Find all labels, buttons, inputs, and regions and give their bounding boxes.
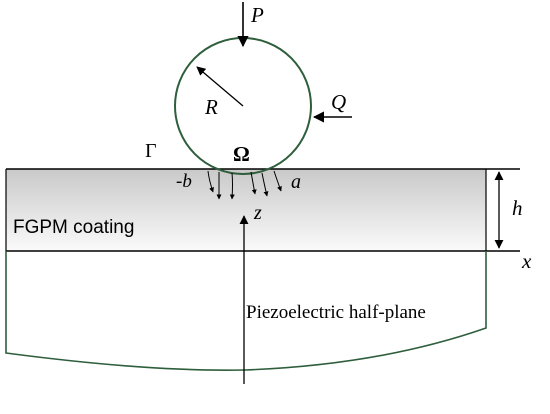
half-plane-label: Piezoelectric half-plane bbox=[246, 302, 426, 323]
flux-arrow-6 bbox=[273, 170, 282, 192]
z-axis-label: z bbox=[253, 202, 262, 224]
load-q-label: Q bbox=[331, 90, 346, 114]
thickness-label: h bbox=[512, 196, 523, 220]
radius-arrow bbox=[196, 66, 244, 107]
flux-arrow-1 bbox=[207, 170, 214, 193]
load-p-label: P bbox=[250, 3, 264, 27]
flux-arrows bbox=[207, 170, 282, 200]
left-end-label: -b bbox=[176, 171, 192, 192]
coating-layer bbox=[6, 169, 486, 251]
half-plane-boundary bbox=[5, 251, 487, 371]
flux-arrow-5 bbox=[261, 172, 269, 197]
flux-arrow-3 bbox=[229, 172, 235, 200]
right-end-label: a bbox=[291, 171, 301, 193]
coating-label: FGPM coating bbox=[13, 217, 134, 238]
boundary-label: Γ bbox=[145, 140, 157, 162]
x-axis-label: x bbox=[521, 249, 532, 273]
region-label: Ω bbox=[233, 142, 250, 166]
radius-label: R bbox=[204, 95, 218, 119]
flux-arrow-4 bbox=[250, 171, 257, 195]
